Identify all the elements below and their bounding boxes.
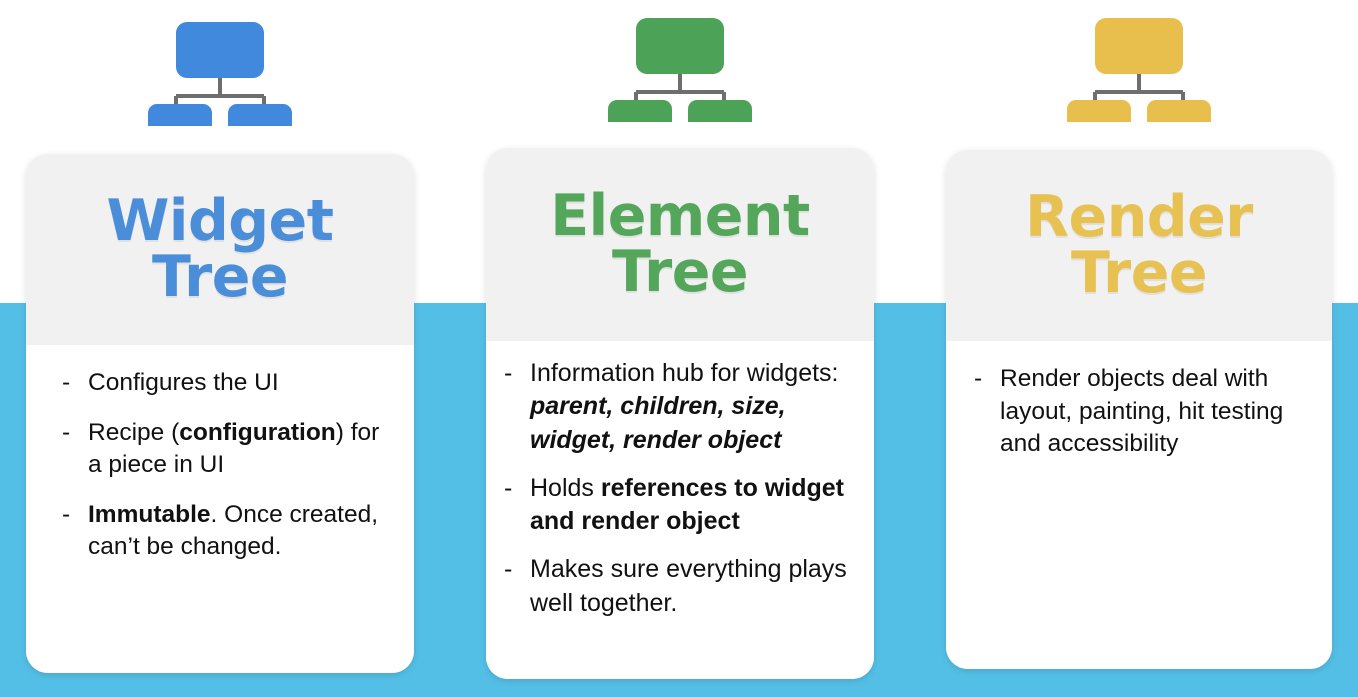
list-item: - Recipe (configuration) for a piece in … <box>62 417 386 482</box>
bullet-list-widget-tree: - Configures the UI - Recipe (configurat… <box>26 345 414 564</box>
list-item: - Information hub for widgets: parent, c… <box>504 357 856 457</box>
card-header-element-tree: Element Tree <box>486 148 874 341</box>
bullet-text: Configures the UI <box>88 369 279 396</box>
card-title-widget-tree: Widget Tree <box>106 187 334 310</box>
card-title-render-tree: Render Tree <box>1025 183 1253 306</box>
card-title-element-tree: Element Tree <box>550 182 810 305</box>
hierarchy-tree-icon <box>608 18 752 122</box>
bullet-dash: - <box>62 369 71 396</box>
hierarchy-tree-icon <box>1067 18 1211 122</box>
column-widget-tree: Widget Tree - Configures the UI - Recipe… <box>0 0 440 673</box>
card-body-element-tree: - Information hub for widgets: parent, c… <box>486 341 874 679</box>
card-title-line-1: Element <box>550 182 810 249</box>
list-item: - Holds references to widget and render … <box>504 472 856 539</box>
list-item: - Render objects deal with layout, paint… <box>974 363 1312 461</box>
card-element-tree: Element Tree - Information hub for widge… <box>486 148 874 679</box>
card-render-tree: Render Tree - Render objects deal with l… <box>946 150 1332 669</box>
bullet-text: Recipe (configuration) for a piece in UI <box>88 418 380 479</box>
bullet-text: Holds references to widget and render ob… <box>530 473 845 535</box>
card-body-widget-tree: - Configures the UI - Recipe (configurat… <box>26 345 414 673</box>
bullet-dash: - <box>974 365 983 392</box>
list-item: - Configures the UI <box>62 367 386 400</box>
bullet-list-element-tree: - Information hub for widgets: parent, c… <box>486 341 874 620</box>
bullet-text: Immutable. Once created, can’t be change… <box>88 500 379 561</box>
bullet-text: Makes sure everything plays well togethe… <box>530 555 847 617</box>
card-header-render-tree: Render Tree <box>946 150 1332 341</box>
bullet-dash: - <box>504 555 513 584</box>
bullet-dash: - <box>62 418 71 446</box>
list-item: - Immutable. Once created, can’t be chan… <box>62 499 386 564</box>
column-element-tree: Element Tree - Information hub for widge… <box>460 0 900 679</box>
bullet-list-render-tree: - Render objects deal with layout, paint… <box>946 341 1332 461</box>
bullet-text: Render objects deal with layout, paintin… <box>1000 365 1284 458</box>
bullet-dash: - <box>504 473 513 502</box>
card-title-line-2: Tree <box>151 243 289 310</box>
card-body-render-tree: - Render objects deal with layout, paint… <box>946 341 1332 669</box>
card-title-line-1: Widget <box>106 187 334 254</box>
bullet-text: Information hub for widgets: parent, chi… <box>530 359 839 454</box>
card-title-line-2: Tree <box>1070 239 1208 306</box>
card-header-widget-tree: Widget Tree <box>26 154 414 345</box>
bullet-dash: - <box>62 500 71 528</box>
bullet-dash: - <box>504 359 513 387</box>
list-item: - Makes sure everything plays well toget… <box>504 553 856 620</box>
card-title-line-2: Tree <box>611 238 749 305</box>
hierarchy-tree-icon <box>148 22 292 126</box>
column-render-tree: Render Tree - Render objects deal with l… <box>920 0 1358 669</box>
card-widget-tree: Widget Tree - Configures the UI - Recipe… <box>26 154 414 673</box>
card-title-line-1: Render <box>1025 183 1253 250</box>
